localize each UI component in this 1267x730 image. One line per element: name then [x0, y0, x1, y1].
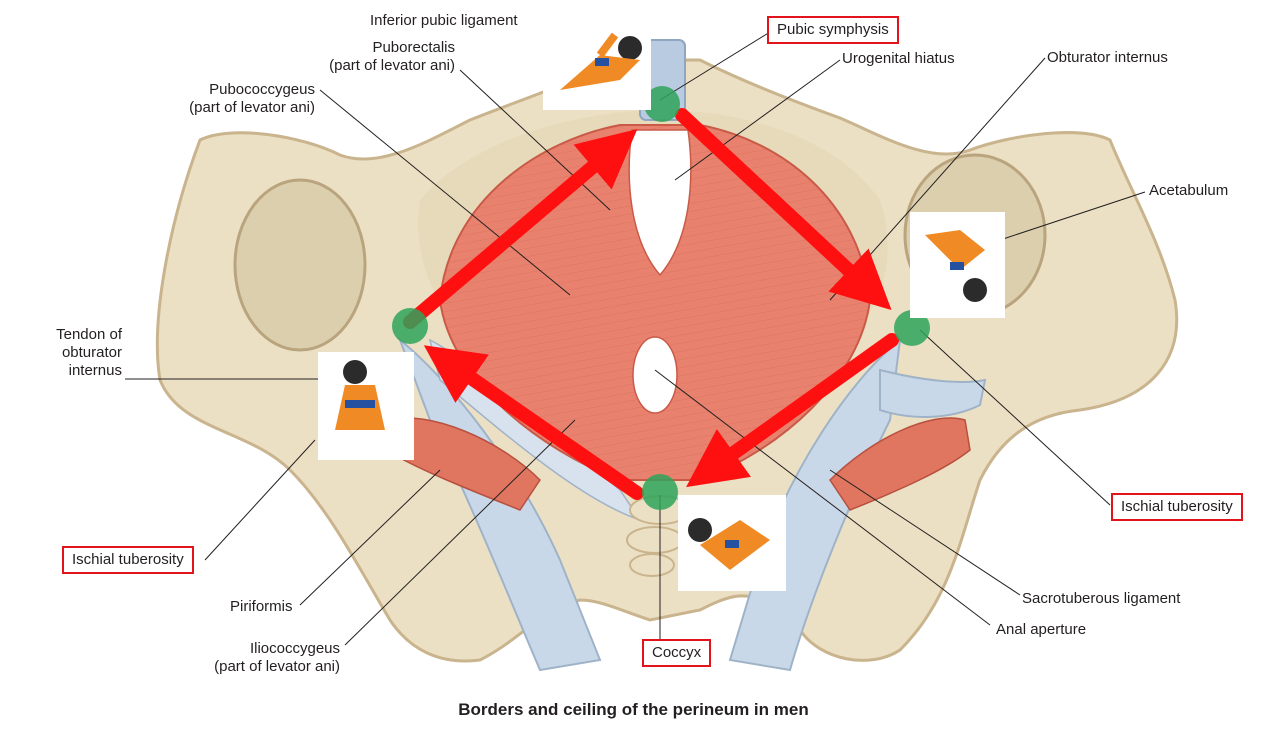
- marker-ischial-right: [894, 310, 930, 346]
- marker-coccyx: [642, 474, 678, 510]
- label-puborectalis: Puborectalis (part of levator ani): [310, 39, 455, 75]
- label-acetabulum: Acetabulum: [1149, 182, 1229, 199]
- label-puborectalis-sub: (part of levator ani): [329, 57, 455, 74]
- label-pubic-symphysis: Pubic symphysis: [767, 16, 899, 44]
- label-ischial-tuberosity-right: Ischial tuberosity: [1111, 493, 1243, 521]
- label-obturator-internus: Obturator internus: [1047, 49, 1168, 66]
- label-inferior-pubic-ligament: Inferior pubic ligament: [370, 12, 518, 29]
- border-arrows: [403, 108, 899, 500]
- label-anal-aperture: Anal aperture: [996, 621, 1087, 638]
- arrow-right-to-coccyx: [686, 333, 899, 488]
- label-tendon-obturator-internus: Tendon of obturator internus: [30, 326, 122, 380]
- label-tendon-line2: obturator: [61, 344, 122, 361]
- label-pubococcygeus-sub: (part of levator ani): [189, 99, 315, 116]
- figure-image-top: [543, 15, 651, 110]
- label-iliococcygeus: Iliococcygeus (part of levator ani): [190, 640, 340, 676]
- figure-image-right: [910, 212, 1005, 318]
- arrow-left-to-pubis: [403, 128, 638, 329]
- figure-caption: Borders and ceiling of the perineum in m…: [458, 700, 809, 719]
- label-tendon-line1: Tendon of: [56, 326, 122, 343]
- figure-image-bottom: [678, 495, 786, 591]
- marker-ischial-left: [392, 308, 428, 344]
- label-ischial-tuberosity-left: Ischial tuberosity: [62, 546, 194, 574]
- label-iliococcygeus-sub: (part of levator ani): [214, 658, 340, 675]
- label-tendon-line3: internus: [68, 362, 122, 379]
- arrow-coccyx-to-left: [423, 345, 644, 500]
- label-piriformis: Piriformis: [230, 598, 293, 615]
- label-puborectalis-name: Puborectalis: [372, 39, 455, 56]
- label-sacrotuberous-ligament: Sacrotuberous ligament: [1022, 590, 1181, 607]
- label-pubococcygeus-name: Pubococcygeus: [209, 81, 315, 98]
- marker-pubic-symphysis: [644, 86, 680, 122]
- landmark-markers: [392, 86, 930, 510]
- label-urogenital-hiatus: Urogenital hiatus: [842, 50, 955, 67]
- figure-image-left: [318, 352, 414, 460]
- piriformis-muscles: [389, 417, 971, 511]
- label-coccyx: Coccyx: [642, 639, 712, 667]
- label-pubococcygeus: Pubococcygeus (part of levator ani): [160, 81, 315, 117]
- arrow-pubis-to-right: [675, 108, 892, 311]
- label-iliococcygeus-name: Iliococcygeus: [249, 640, 340, 657]
